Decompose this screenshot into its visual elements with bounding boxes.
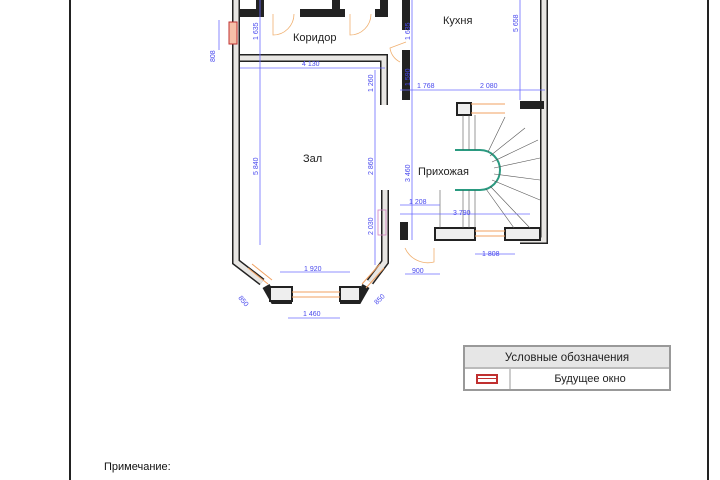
dim-1460: 1 460 xyxy=(303,311,321,318)
dim-1208: 1 208 xyxy=(409,199,427,206)
dim-808: 808 xyxy=(210,50,217,62)
dim-1768: 1 768 xyxy=(417,83,435,90)
room-labels: Коридор Кухня Зал Прихожая xyxy=(293,15,472,178)
windows xyxy=(228,21,505,298)
dim-3790: 3 790 xyxy=(453,210,471,217)
dim-corridor-right: 1 635 xyxy=(405,22,412,40)
dim-hall-width: 4 130 xyxy=(302,61,320,68)
dim-1808: 1 808 xyxy=(482,251,500,258)
dim-bay-left: 850 xyxy=(236,295,249,309)
dim-bay-right: 850 xyxy=(373,293,386,306)
dim-kitchen-height: 5 658 xyxy=(513,14,520,32)
future-window xyxy=(228,21,238,45)
dim-1590: 1 590 xyxy=(405,68,412,86)
room-label-corridor: Коридор xyxy=(293,32,336,44)
legend-item-label: Будущее окно xyxy=(554,373,626,385)
dim-1920: 1 920 xyxy=(304,266,322,273)
doors xyxy=(272,13,435,264)
walls xyxy=(232,0,548,304)
dim-2080: 2 080 xyxy=(480,83,498,90)
future-window-symbol-icon xyxy=(465,369,511,389)
legend-item: Будущее окно xyxy=(465,369,669,389)
dim-hall-height: 5 840 xyxy=(253,157,260,175)
dimension-labels: 808 1 635 1 635 5 658 4 130 1 260 1 590 … xyxy=(210,14,520,318)
room-label-hall: Зал xyxy=(303,153,322,165)
dim-2860: 2 860 xyxy=(368,157,375,175)
room-label-kitchen: Кухня xyxy=(443,15,472,27)
dim-2030: 2 030 xyxy=(368,217,375,235)
dimension-lines xyxy=(218,0,545,319)
room-label-entrance: Прихожая xyxy=(418,166,469,178)
dim-3460: 3 460 xyxy=(405,164,412,182)
legend-title: Условные обозначения xyxy=(465,347,669,369)
note-label: Примечание: xyxy=(104,461,171,473)
dim-1260: 1 260 xyxy=(368,74,375,92)
staircase xyxy=(439,115,541,229)
legend: Условные обозначения Будущее окно xyxy=(463,345,671,391)
dim-corridor-left: 1 635 xyxy=(253,22,260,40)
dim-900: 900 xyxy=(412,268,424,275)
